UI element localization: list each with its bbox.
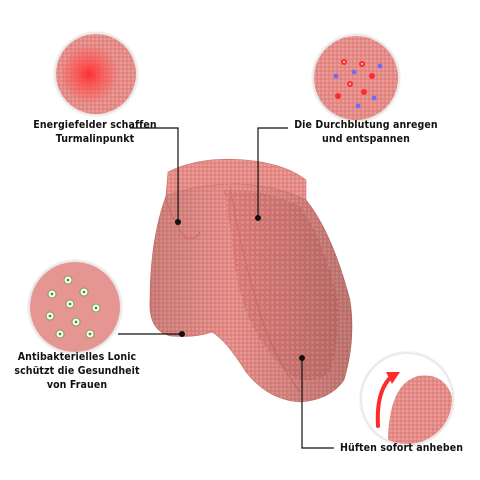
tourmaline-callout-line2: Turmalinpunkt <box>55 133 135 145</box>
tourmaline-callout: Energiefelder schaffen Turmalinpunkt <box>10 118 180 146</box>
antibacterial-callout-line2: schützt die Gesundheit <box>14 365 140 377</box>
circulation-callout-line1: Die Durchblutung anregen <box>294 119 438 131</box>
lift-callout: Hüften sofort anheben <box>340 441 463 455</box>
lift-detail-circle <box>360 352 454 446</box>
antibacterial-callout-line3: von Frauen <box>46 379 108 391</box>
tourmaline-detail-circle <box>54 32 138 116</box>
circulation-detail-circle <box>312 34 400 122</box>
antibacterial-callout-line1: Antibakterielles Lonic <box>17 351 137 363</box>
lift-arrow-icon <box>362 354 452 444</box>
tourmaline-heat-icon <box>56 34 136 114</box>
antibacterial-detail-circle <box>28 260 122 354</box>
blood-circulation-icon <box>314 36 398 120</box>
antibacterial-icon <box>30 262 120 352</box>
antibacterial-callout: Antibakterielles Lonic schützt die Gesun… <box>2 350 152 392</box>
circulation-callout: Die Durchblutung anregen und entspannen <box>278 118 454 146</box>
lift-callout-line1: Hüften sofort anheben <box>340 442 464 454</box>
tourmaline-callout-line1: Energiefelder schaffen <box>33 119 157 131</box>
circulation-callout-line2: und entspannen <box>322 133 410 145</box>
